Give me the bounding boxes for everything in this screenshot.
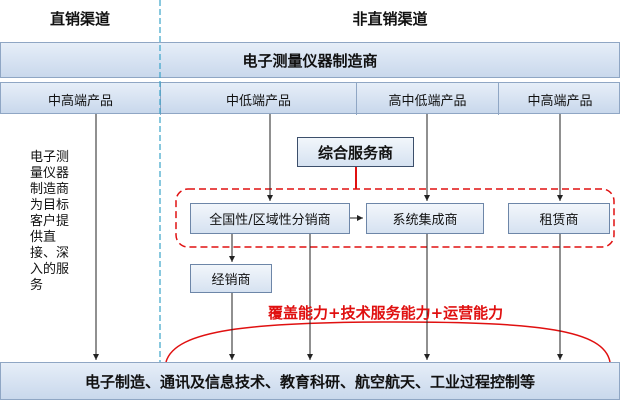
integrated-service-provider-box: 综合服务商 xyxy=(297,137,414,167)
direct-channel-note: 电子测量仪器制造商为目标客户提供直接、深入的服务 xyxy=(30,150,70,293)
system-integrator-box: 系统集成商 xyxy=(366,203,484,234)
segment-all-range: 高中低端产品 xyxy=(357,83,499,115)
customer-industries-bar: 电子制造、通讯及信息技术、教育科研、航空航天、工业过程控制等 xyxy=(0,362,620,400)
segment-indirect-high: 中高端产品 xyxy=(527,93,593,109)
manufacturer-bar: 电子测量仪器制造商 xyxy=(0,42,620,78)
dealer-box: 经销商 xyxy=(190,264,272,293)
header-direct-channel: 直销渠道 xyxy=(49,10,110,28)
capability-arc xyxy=(165,321,611,363)
product-segment-row: 中高端产品 中低端产品 高中低端产品 中高端产品 xyxy=(0,82,620,115)
distributor-box: 全国性/区域性分销商 xyxy=(190,203,350,234)
segment-mid-low: 中低端产品 xyxy=(161,83,357,115)
capability-label: 覆盖能力+技术服务能力+运营能力 xyxy=(268,304,504,322)
header-indirect-channel: 非直销渠道 xyxy=(352,10,428,28)
rental-provider-box: 租赁商 xyxy=(508,203,610,234)
partner-group-outline xyxy=(175,188,615,248)
